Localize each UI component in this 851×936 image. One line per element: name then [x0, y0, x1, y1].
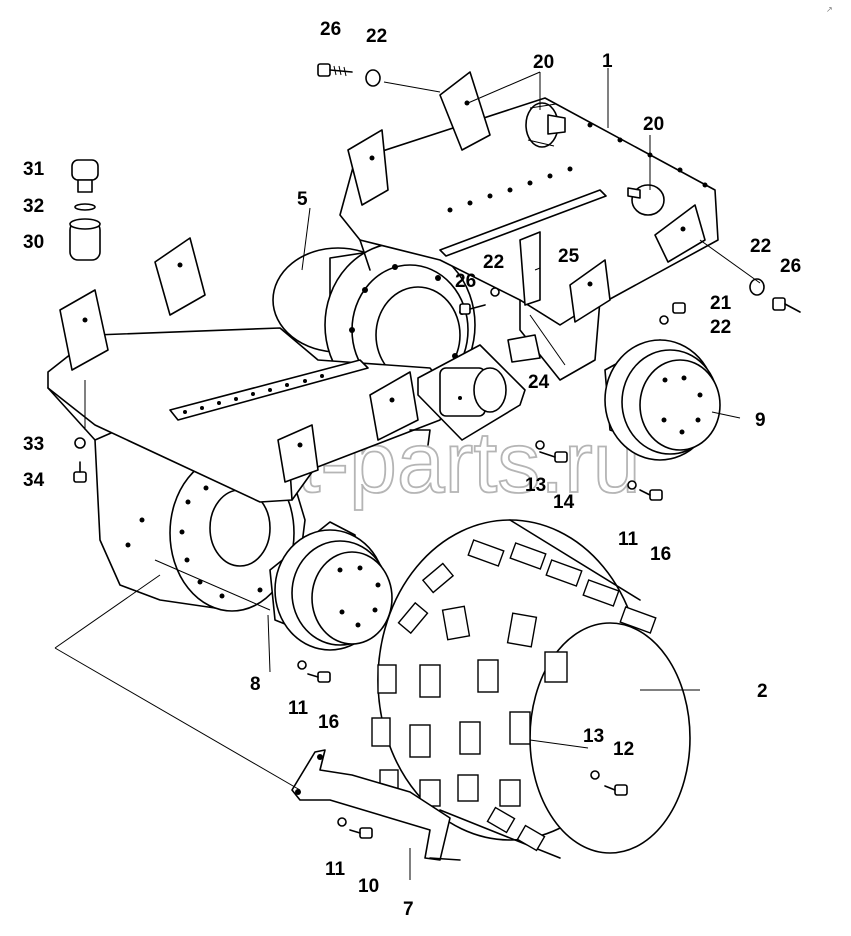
callout-24: 25 [558, 246, 580, 267]
callout-14: 14 [553, 492, 575, 513]
leader-lines [54, 68, 761, 880]
callout-8: 8 [250, 674, 261, 695]
callout-34: 34 [23, 470, 45, 491]
scraper [291, 749, 461, 861]
callout-16-left: 16 [318, 712, 339, 733]
callout-22-top: 22 [366, 26, 387, 47]
callout-26-top: 26 [320, 19, 341, 40]
callout-12: 12 [613, 739, 634, 760]
hub-left [269, 521, 393, 651]
motor-box [417, 344, 526, 441]
vibration-mount-top [525, 102, 566, 148]
callout-labels: 26 22 20 1 20 31 32 5 30 22 25 22 26 26 … [23, 19, 801, 920]
callout-22-mid: 22 [483, 252, 504, 273]
vibration-mount-right [627, 184, 665, 216]
spacer-plate [519, 231, 541, 306]
callout-13-mid: 13 [525, 475, 546, 496]
callout-11-right: 11 [618, 529, 639, 550]
callout-33: 33 [23, 434, 44, 455]
callout-16-right: 16 [650, 544, 671, 565]
padfoot-drum [371, 519, 691, 859]
callout-13-drum: 13 [583, 726, 604, 747]
callout-9: 9 [755, 410, 766, 431]
hub-right [604, 339, 721, 461]
top-plate [339, 71, 719, 381]
block-part [507, 334, 541, 363]
fasteners [73, 63, 801, 839]
callout-21: 21 [710, 293, 732, 314]
callout-30: 30 [23, 232, 44, 253]
callout-11-bottom: 11 [325, 859, 346, 880]
callout-1: 1 [602, 51, 613, 72]
callout-26-right: 26 [780, 256, 801, 277]
buffer-parts [69, 159, 101, 261]
callout-10: 10 [358, 876, 379, 897]
callout-22-lower: 22 [710, 317, 731, 338]
callout-2: 2 [757, 681, 768, 702]
callout-11-left: 11 [288, 698, 309, 719]
corner-mark: ↗ [826, 5, 833, 14]
callout-22-right: 22 [750, 236, 771, 257]
callout-5: 5 [297, 189, 308, 210]
callout-7: 7 [403, 899, 414, 920]
callout-31: 31 [23, 159, 45, 180]
callout-25: 26 [455, 271, 476, 292]
callout-20-top: 20 [533, 52, 554, 73]
callout-32: 32 [23, 196, 44, 217]
callout-23: 24 [528, 372, 550, 393]
callout-20-right: 20 [643, 114, 664, 135]
lower-plate [47, 189, 607, 503]
